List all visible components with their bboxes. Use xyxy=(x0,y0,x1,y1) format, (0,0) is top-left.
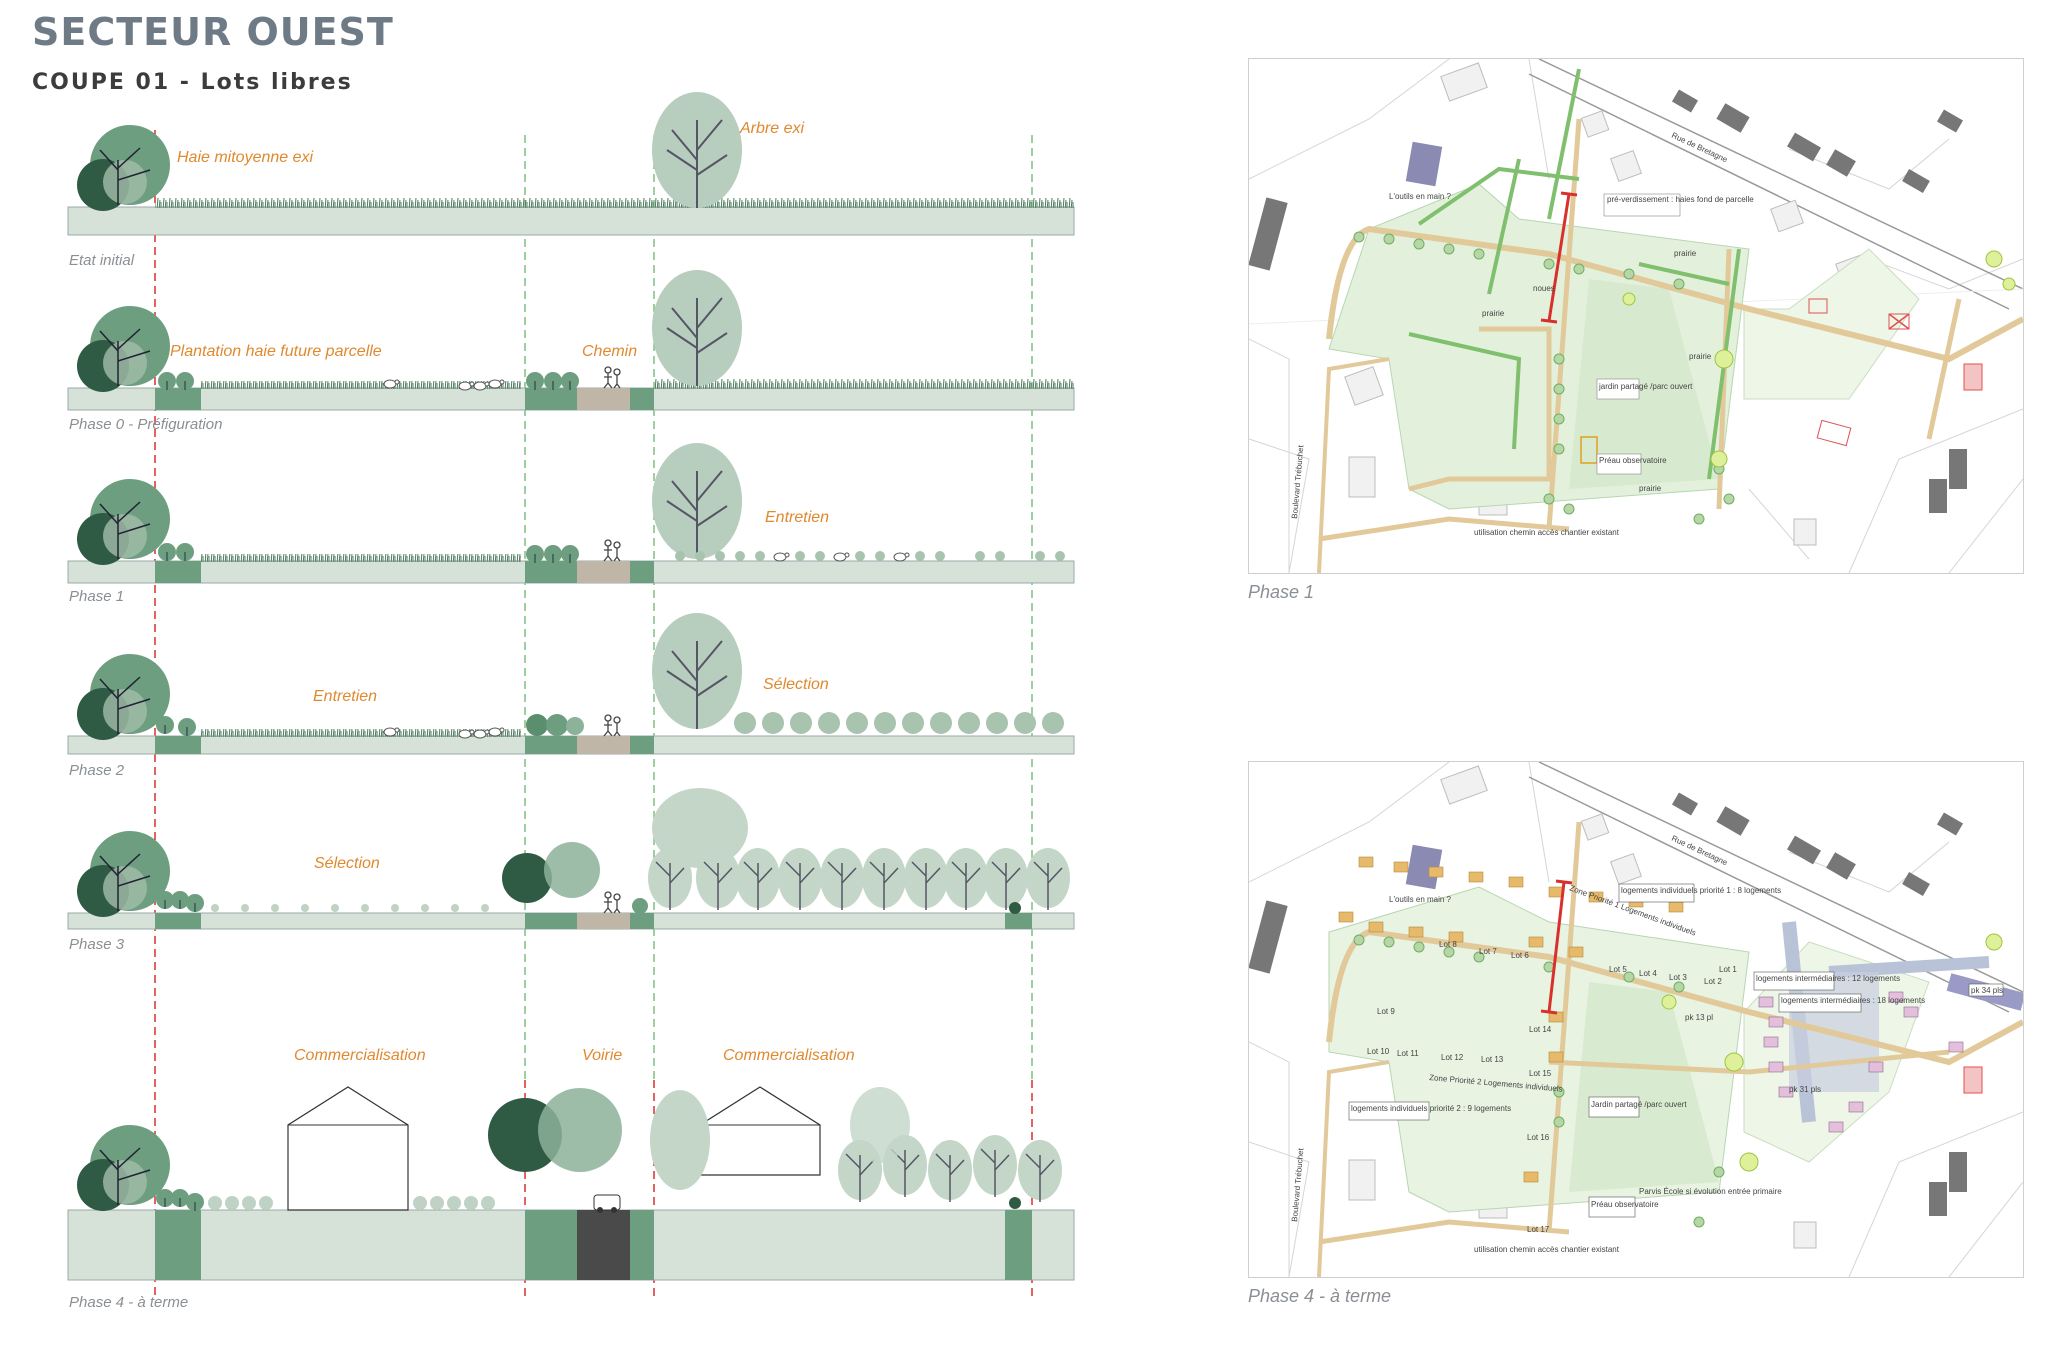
caption-map-phase1: Phase 1 xyxy=(1248,582,1315,602)
map-phase4: Rue de Bretagne Boulevard Trébuchet L'ou… xyxy=(1248,761,2024,1278)
section-row-phase2: Entretien Sélection xyxy=(67,612,1075,755)
map1-prairie-label-1: prairie xyxy=(1674,249,1697,258)
caption-phase4: Phase 4 - à terme xyxy=(69,1294,189,1311)
section-diagram: Haie mitoyenne exi Arbre exi Plantation … xyxy=(67,91,1075,1298)
map4-lot9: Lot 9 xyxy=(1377,1007,1395,1016)
map1-prairie-label-4: prairie xyxy=(1639,484,1662,493)
map4-lot16: Lot 16 xyxy=(1527,1133,1550,1142)
section-row-phase0: Plantation haie future parcelle Chemin xyxy=(67,269,1075,411)
map4-lot17: Lot 17 xyxy=(1527,1225,1550,1234)
map4-lot12: Lot 12 xyxy=(1441,1053,1464,1062)
map4-loginter2-label: logements intermédiaires : 18 logements xyxy=(1781,996,1925,1005)
map4-lot8: Lot 8 xyxy=(1439,940,1457,949)
caption-phase2: Phase 2 xyxy=(69,762,125,779)
label-entretien-2: Entretien xyxy=(313,688,377,705)
label-voirie: Voirie xyxy=(582,1047,622,1064)
label-selection-2: Sélection xyxy=(314,855,380,872)
section-row-phase4: Commercialisation Voirie Commercialisati… xyxy=(67,1047,1075,1281)
map4-lot10: Lot 10 xyxy=(1367,1047,1390,1056)
map4-logind2-label: logements individuels priorité 2 : 9 log… xyxy=(1351,1104,1511,1113)
map4-preau-label: Préau observatoire xyxy=(1591,1200,1659,1209)
map4-outils-label: L'outils en main ? xyxy=(1389,895,1452,904)
map4-jardin-label: Jardin partagé /parc ouvert xyxy=(1591,1100,1687,1109)
map1-prairie-label-2: prairie xyxy=(1482,309,1505,318)
section-row-phase3: Sélection xyxy=(67,788,1075,930)
label-selection-1: Sélection xyxy=(763,676,829,693)
map1-preverdissement-label: pré-verdissement : haies fond de parcell… xyxy=(1607,195,1754,204)
map4-lot3: Lot 3 xyxy=(1669,973,1687,982)
map1-prairie-label-3: prairie xyxy=(1689,352,1712,361)
map4-pk3-label: pk 34 pls xyxy=(1971,986,2003,995)
house-2 xyxy=(699,1086,821,1176)
map1-outils-label: L'outils en main ? xyxy=(1389,192,1452,201)
house-1 xyxy=(287,1086,409,1211)
map4-lot15: Lot 15 xyxy=(1529,1069,1552,1078)
map1-chemin-label: utilisation chemin accès chantier exista… xyxy=(1474,528,1620,537)
label-commercialisation-1: Commercialisation xyxy=(294,1047,426,1064)
map4-lot7: Lot 7 xyxy=(1479,947,1497,956)
label-chemin: Chemin xyxy=(582,343,637,360)
section-row-initial: Haie mitoyenne exi Arbre exi xyxy=(67,91,1075,236)
map4-pk2-label: pk 31 pls xyxy=(1789,1085,1821,1094)
map4-loginter1-label: logements intermédiaires : 12 logements xyxy=(1756,974,1900,983)
caption-etat-initial: Etat initial xyxy=(69,252,135,269)
label-arbre-exi: Arbre exi xyxy=(739,120,804,137)
page-title: SECTEUR OUEST xyxy=(32,10,394,54)
map1-noues-label: noues xyxy=(1533,284,1555,293)
caption-phase1: Phase 1 xyxy=(69,588,125,605)
section-row-phase1: Entretien xyxy=(67,442,1075,584)
map4-lot14: Lot 14 xyxy=(1529,1025,1552,1034)
map4-lot5: Lot 5 xyxy=(1609,965,1627,974)
map4-lot11: Lot 11 xyxy=(1397,1049,1419,1058)
map1-preau-label: Préau observatoire xyxy=(1599,456,1667,465)
map4-ecole-label: Parvis École si évolution entrée primair… xyxy=(1639,1187,1782,1196)
caption-phase3: Phase 3 xyxy=(69,936,125,953)
map4-chemin-label: utilisation chemin accès chantier exista… xyxy=(1474,1245,1620,1254)
map4-lot6: Lot 6 xyxy=(1511,951,1529,960)
map4-lot1: Lot 1 xyxy=(1719,965,1737,974)
map4-lot4: Lot 4 xyxy=(1639,969,1657,978)
label-entretien-1: Entretien xyxy=(765,509,829,526)
label-commercialisation-2: Commercialisation xyxy=(723,1047,855,1064)
map4-lot13: Lot 13 xyxy=(1481,1055,1504,1064)
map4-logind1-label: logements individuels priorité 1 : 8 log… xyxy=(1621,886,1781,895)
label-plantation-haie: Plantation haie future parcelle xyxy=(170,343,382,360)
label-haie-mitoyenne: Haie mitoyenne exi xyxy=(177,149,314,166)
caption-map-phase4: Phase 4 - à terme xyxy=(1248,1286,1392,1306)
map-phase1: Rue de Bretagne Boulevard Trébuchet L'ou… xyxy=(1248,58,2024,574)
map1-jardin-label: jardin partagé /parc ouvert xyxy=(1598,382,1693,391)
caption-phase0: Phase 0 - Préfiguration xyxy=(69,416,223,433)
map4-pk1-label: pk 13 pl xyxy=(1685,1013,1713,1022)
section-subtitle: COUPE 01 - Lots libres xyxy=(32,70,353,95)
map4-lot2: Lot 2 xyxy=(1704,977,1722,986)
